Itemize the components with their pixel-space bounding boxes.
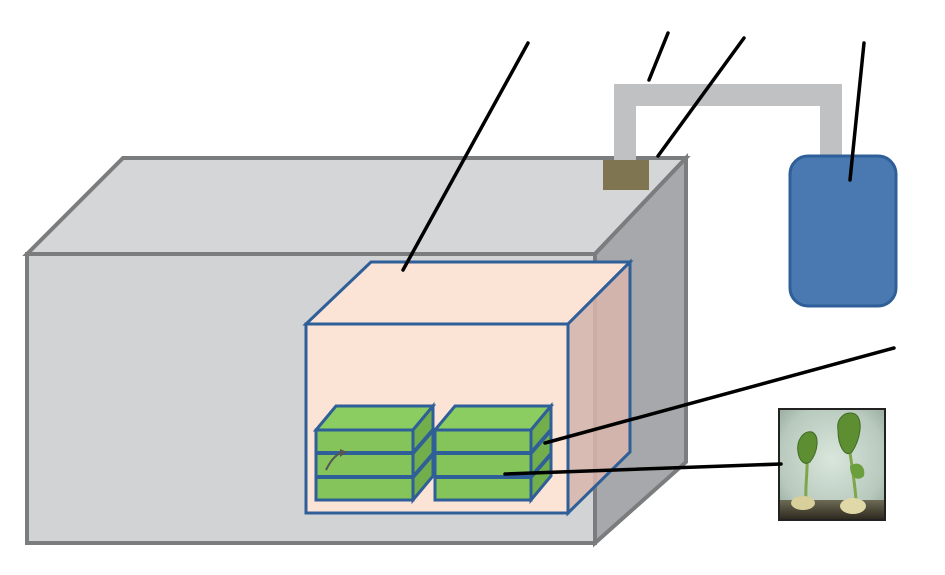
seedling-photo	[778, 408, 886, 521]
leader-line-pipe	[647, 31, 670, 82]
pea-seedling-leaf-right-2-icon	[850, 463, 865, 479]
leader-line-seedlings	[503, 462, 783, 476]
connecting-pipe	[614, 84, 842, 162]
valve-fitting	[603, 160, 649, 190]
seedling-tray-1	[312, 401, 437, 505]
leader-lines	[401, 31, 896, 476]
pipe-body	[614, 84, 842, 162]
pea-seedling-leaf-right-icon	[837, 412, 861, 454]
tray-2-side-band-1	[529, 428, 553, 455]
tray-1-front	[314, 428, 415, 502]
pea-seed-right-icon	[840, 498, 866, 514]
tray-1-side-band-2	[411, 452, 435, 479]
tray-1-side-band-1	[411, 428, 435, 455]
gas-bottle	[788, 154, 898, 308]
leader-line-tray-edge	[543, 346, 896, 445]
pea-seedling-leaf-left-icon	[797, 431, 818, 464]
tray-2-front	[433, 428, 533, 502]
sprout-leaf-icon	[340, 449, 347, 457]
pea-seed-left-icon	[791, 496, 815, 510]
seedling-tray-2	[431, 401, 555, 505]
leader-line-valve	[656, 36, 746, 158]
outer-chamber-top	[22, 156, 691, 256]
leader-line-inner-chamber	[401, 41, 530, 272]
leader-line-gas-bottle	[848, 41, 866, 182]
